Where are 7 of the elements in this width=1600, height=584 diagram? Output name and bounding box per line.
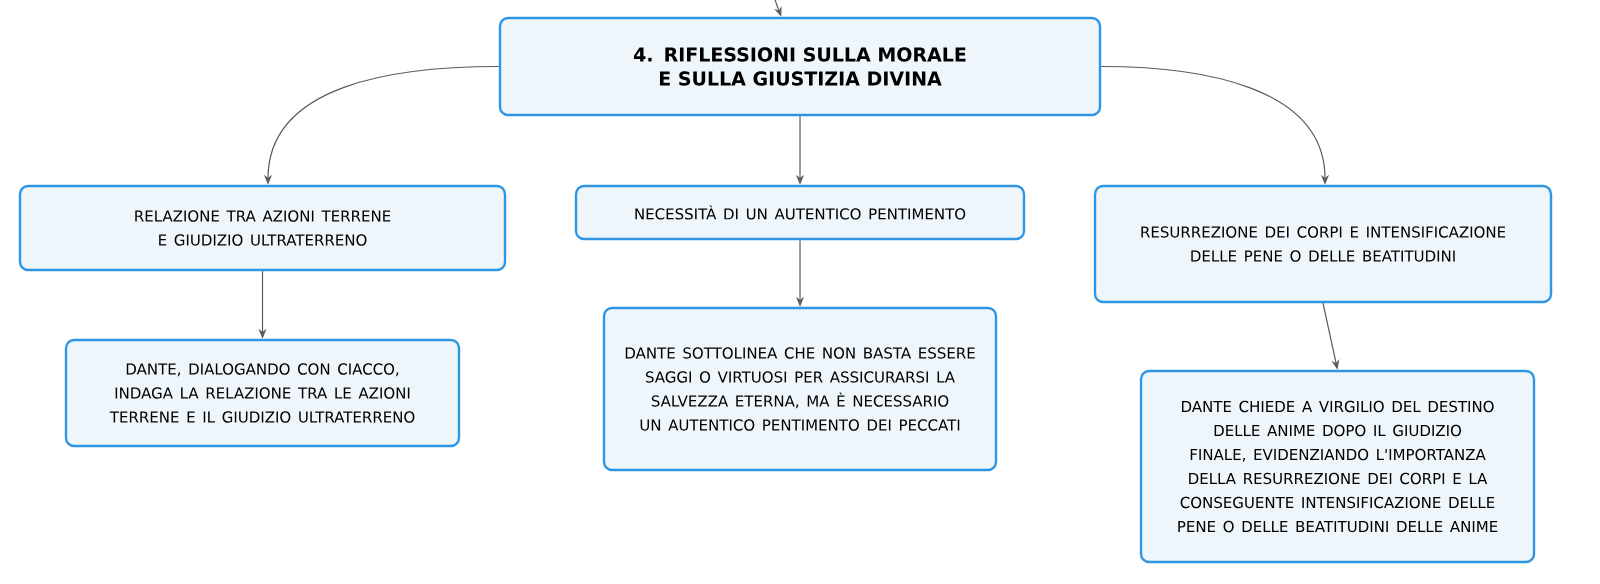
topic-box: 4. RIFLESSIONI SULLA MORALE E SULLA GIUSTIZIA DIVINA bbox=[498, 16, 1102, 117]
concept-box: RELAZIONE TRA AZIONI TERRENE E GIUDIZIO ULTRATERRENO bbox=[18, 184, 507, 272]
concept-box: RESURREZIONE DEI CORPI E INTENSIFICAZIONE DELLE PENE O DELLE BEATITUDINI bbox=[1093, 184, 1553, 304]
concept-box: DANTE SOTTOLINEA CHE NON BASTA ESSERE SAGGI O VIRTUOSI PER ASSICURARSI LA SALVEZZA ETERNA, MA È NECESSARIO UN AUTENTICO PENTIMENTO DEI PECCATI bbox=[602, 306, 998, 472]
concept-box: NECESSITÀ DI UN AUTENTICO PENTIMENTO bbox=[574, 184, 1026, 241]
concept-box: DANTE, DIALOGANDO CON CIACCO, INDAGA LA RELAZIONE TRA LE AZIONI TERRENE E IL GIUDIZIO ULTRATERRENO bbox=[64, 338, 461, 448]
concept-box: DANTE CHIEDE A VIRGILIO DEL DESTINO DELLE ANIME DOPO IL GIUDIZIO FINALE, EVIDENZIANDO L'IMPORTANZA DELLA RESURREZIONE DEI CORPI E LA CONSEGUENTE INTENSIFICAZIONE DELLE PENE O DELLE BEATITUDINI DELLE ANIME bbox=[1139, 369, 1536, 564]
